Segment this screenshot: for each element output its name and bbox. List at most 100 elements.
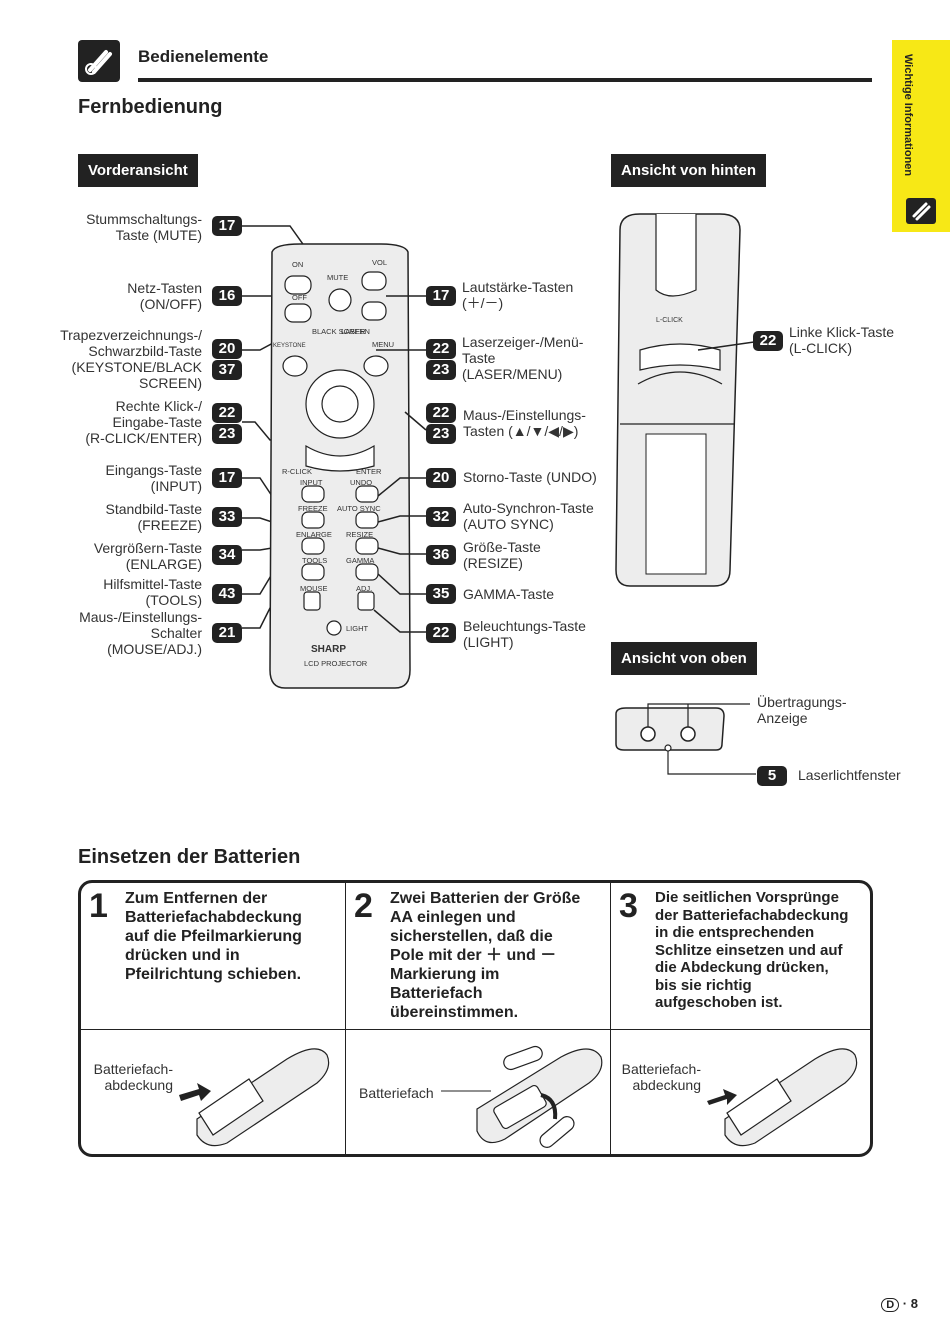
callout-volume-label: Lautstärke-Tasten (＋/－) [462,279,574,311]
remote-model-label: LCD PROJECTOR [304,659,368,668]
step-number: 2 [354,887,373,925]
remote-r-click-label: R-CLICK [282,467,312,476]
callout-resize-label: Größe-Taste (RESIZE) [463,539,541,571]
step-number: 1 [89,887,108,925]
page-ref-badge: 23 [426,360,456,380]
callout-power-label: Netz-Tasten (ON/OFF) [127,280,202,312]
page-ref-badge: 22 [426,403,456,423]
remote-freeze-label: FREEZE [298,504,328,513]
page-ref-badge: 33 [212,507,242,527]
remote-top-illustration [615,703,756,775]
side-tab-label: Wichtige Informationen [902,54,914,177]
remote-black-screen-label: BLACK SCREEN [312,327,370,336]
back-l-click-label: L-CLICK [656,317,683,324]
page-ref-badge: 5 [757,766,787,786]
remote-on-label: ON [292,260,303,269]
section-logo-icon [78,40,120,82]
callout-indicator-label: Übertragungs- Anzeige [757,694,847,726]
callout-enlarge-label: Vergrößern-Taste (ENLARGE) [93,540,202,572]
step-text: Die seitlichen Vorsprünge der Batteriefa… [655,889,849,1011]
page-ref-badge: 17 [212,216,242,236]
callout-keystone-label: Trapezverzeichnungs-/ Schwarzbild-Taste … [60,327,202,391]
side-tab: Wichtige Informationen [892,40,950,232]
battery-steps-box: 1 Zum Entfernen der Batteriefachabdeckun… [78,880,873,1157]
remote-input-label: INPUT [300,478,323,487]
remote-tools-label: TOOLS [302,556,327,565]
callout-freeze-label: Standbild-Taste (FREEZE) [105,501,202,533]
top-view-label: Ansicht von oben [611,642,757,675]
callout-tools-label: Hilfsmittel-Taste (TOOLS) [103,576,202,608]
callout-laser-menu-label: Laserzeiger-/Menü- Taste (LASER/MENU) [462,334,584,382]
page-ref-badge: 22 [212,403,242,423]
page-ref-badge: 20 [212,339,242,359]
callout-r-click-label: Rechte Klick-/ Eingabe-Taste (R-CLICK/EN… [85,398,202,446]
page-ref-badge: 43 [212,584,242,604]
remote-auto-sync-label: AUTO SYNC [337,504,381,513]
back-view-label: Ansicht von hinten [611,154,766,187]
callout-input-label: Eingangs-Taste (INPUT) [105,462,202,494]
step3-illustration [707,1048,858,1147]
callout-mouse-adj-buttons-label: Maus-/Einstellungs- Tasten (▲/▼/◀/▶) [463,407,586,439]
page-ref-badge: 22 [426,339,456,359]
step-number: 3 [619,887,638,925]
remote-undo-label: UNDO [350,478,372,487]
callout-l-click-label: Linke Klick-Taste (L-CLICK) [789,324,895,356]
step2-caption: Batteriefach [359,1085,434,1101]
remote-resize-label: RESIZE [346,530,373,539]
remote-vol-label: VOL [372,258,387,267]
callout-laser-window-label: Laserlichtfenster [798,767,901,783]
step1-illustration [179,1048,330,1147]
page-ref-badge: 17 [426,286,456,306]
battery-step-1: 1 Zum Entfernen der Batteriefachabdeckun… [81,883,345,1029]
remote-laser-label: LASER [341,327,366,336]
row-divider [81,1029,870,1030]
page-ref-badge: 34 [212,545,242,565]
page-ref-badge: 35 [426,584,456,604]
remote-mute-label: MUTE [327,273,348,282]
remote-menu-label: MENU [372,340,394,349]
page-ref-badge: 37 [212,360,242,380]
remote-enlarge-label: ENLARGE [296,530,332,539]
column-divider [345,883,346,1154]
remote-brand-label: SHARP [311,644,346,655]
page-number: D · 8 [881,1296,918,1312]
step3-caption: Batteriefach- abdeckung [621,1061,701,1093]
remote-keystone-label: KEYSTONE [273,343,306,349]
remote-adj-label: ADJ. [356,584,372,593]
page-ref-badge: 23 [426,424,456,444]
page-ref-badge: 20 [426,468,456,488]
page-ref-badge: 17 [212,468,242,488]
step1-caption: Batteriefach- abdeckung [93,1061,173,1093]
remote-mouse-label: MOUSE [300,584,328,593]
page-ref-badge: 32 [426,507,456,527]
batteries-title: Einsetzen der Batterien [78,846,301,868]
page-ref-badge: 21 [212,623,242,643]
remote-enter-label: ENTER [356,467,382,476]
language-badge: D [881,1298,900,1312]
section-title: Bedienelemente [138,47,269,66]
battery-step-3: 3 Die seitlichen Vorsprünge der Batterie… [611,883,870,1029]
step2-illustration [441,1045,603,1148]
page-title: Fernbedienung [78,96,223,118]
callout-undo-label: Storno-Taste (UNDO) [463,469,597,485]
page-ref-badge: 23 [212,424,242,444]
remote-light-label: LIGHT [346,624,369,633]
page-ref-badge: 36 [426,545,456,565]
callout-mouse-adj-label: Maus-/Einstellungs- Schalter (MOUSE/ADJ.… [79,609,202,657]
column-divider [610,883,611,1154]
front-view-label: Vorderansicht [78,154,198,187]
remote-gamma-label: GAMMA [346,556,374,565]
header-rule [138,78,872,82]
callout-gamma-label: GAMMA-Taste [463,586,555,602]
callout-auto-sync-label: Auto-Synchron-Taste (AUTO SYNC) [463,500,594,532]
side-tab-logo-icon [906,198,936,224]
step-text: Zum Entfernen der Batteriefachabdeckung … [125,890,302,983]
remote-back-illustration: L-CLICK [615,213,755,587]
step-text: Zwei Batterien der Größe AA einlegen und… [390,890,581,1021]
page-ref-badge: 22 [426,623,456,643]
page-ref-badge: 16 [212,286,242,306]
battery-step-2: 2 Zwei Batterien der Größe AA einlegen u… [346,883,610,1029]
callout-light-label: Beleuchtungs-Taste (LIGHT) [463,618,586,650]
callout-mute-label: Stummschaltungs- Taste (MUTE) [86,211,202,243]
remote-off-label: OFF [292,293,307,302]
